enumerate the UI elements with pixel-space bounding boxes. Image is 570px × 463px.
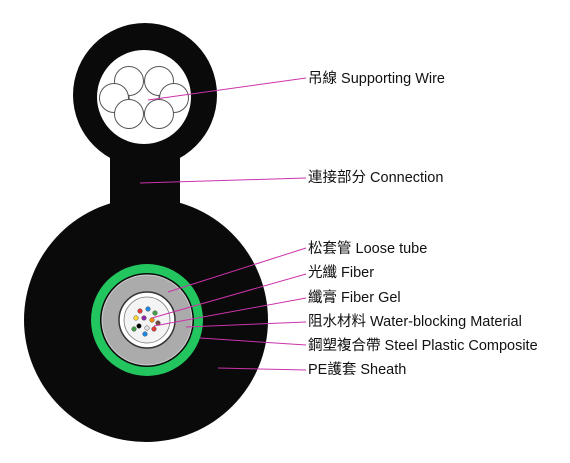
leader-fiber-gel: [153, 297, 307, 327]
fiber-dot: [141, 315, 147, 321]
label-loose-tube: 松套管 Loose tube: [308, 241, 428, 257]
label-sheath: PE護套 Sheath: [308, 362, 407, 378]
leader-loose-tube: [167, 247, 307, 293]
leader-steel-plastic: [199, 337, 307, 346]
label-connection: 連接部分 Connection: [308, 170, 444, 186]
fiber-dot: [142, 331, 148, 337]
label-fiber: 光纖 Fiber: [308, 265, 375, 281]
fiber-dot: [144, 325, 150, 331]
fiber-dot: [152, 310, 158, 316]
label-fiber-gel: 纖膏 Fiber Gel: [308, 290, 401, 306]
fiber-gel: [123, 296, 171, 344]
fiber-dot: [151, 326, 157, 332]
fiber-dot: [145, 306, 151, 312]
leader-sheath: [217, 367, 307, 371]
label-supporting-wire: 吊線 Supporting Wire: [308, 71, 445, 87]
wire-strand: [144, 99, 174, 129]
fibers-group: [131, 306, 161, 337]
leader-water-blocking: [185, 321, 307, 328]
fiber-dot: [133, 315, 139, 321]
fiber-dot: [149, 317, 155, 323]
fiber-dot: [131, 326, 137, 332]
leader-connection: [139, 177, 307, 184]
fiber-dot: [137, 308, 143, 314]
label-water-blocking: 阻水材料 Water-blocking Material: [308, 314, 522, 330]
leader-lines: [139, 77, 307, 371]
supporting-wire-strands: [97, 50, 191, 144]
leader-supporting-wire: [147, 77, 307, 101]
wire-strand: [114, 99, 144, 129]
fiber-dot: [136, 323, 142, 329]
leader-fiber: [151, 273, 307, 319]
label-steel-plastic: 鋼塑複合帶 Steel Plastic Composite: [308, 338, 538, 354]
